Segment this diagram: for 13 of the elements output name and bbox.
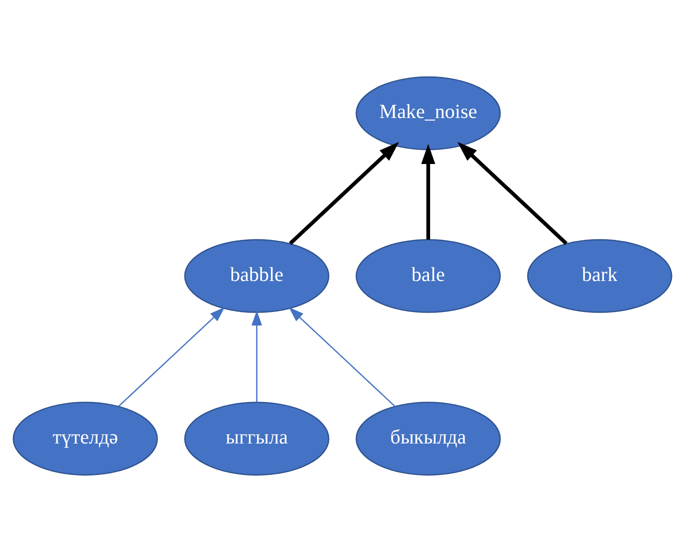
arrow: [118, 306, 225, 406]
arrow: [252, 310, 262, 402]
node-ellipse: bark: [527, 238, 672, 312]
node-ellipse: ыггыла: [184, 401, 330, 476]
node-ellipse: түтелдә: [12, 401, 158, 476]
node-ellipse: bale: [356, 238, 501, 312]
arrow: [421, 143, 436, 240]
node-ellipse: быкылда: [356, 401, 501, 476]
arrow: [288, 141, 399, 244]
node-ellipse: Make_noise: [356, 76, 501, 150]
arrow: [457, 141, 568, 244]
node-ellipse: babble: [184, 238, 330, 312]
arrow: [288, 306, 396, 406]
